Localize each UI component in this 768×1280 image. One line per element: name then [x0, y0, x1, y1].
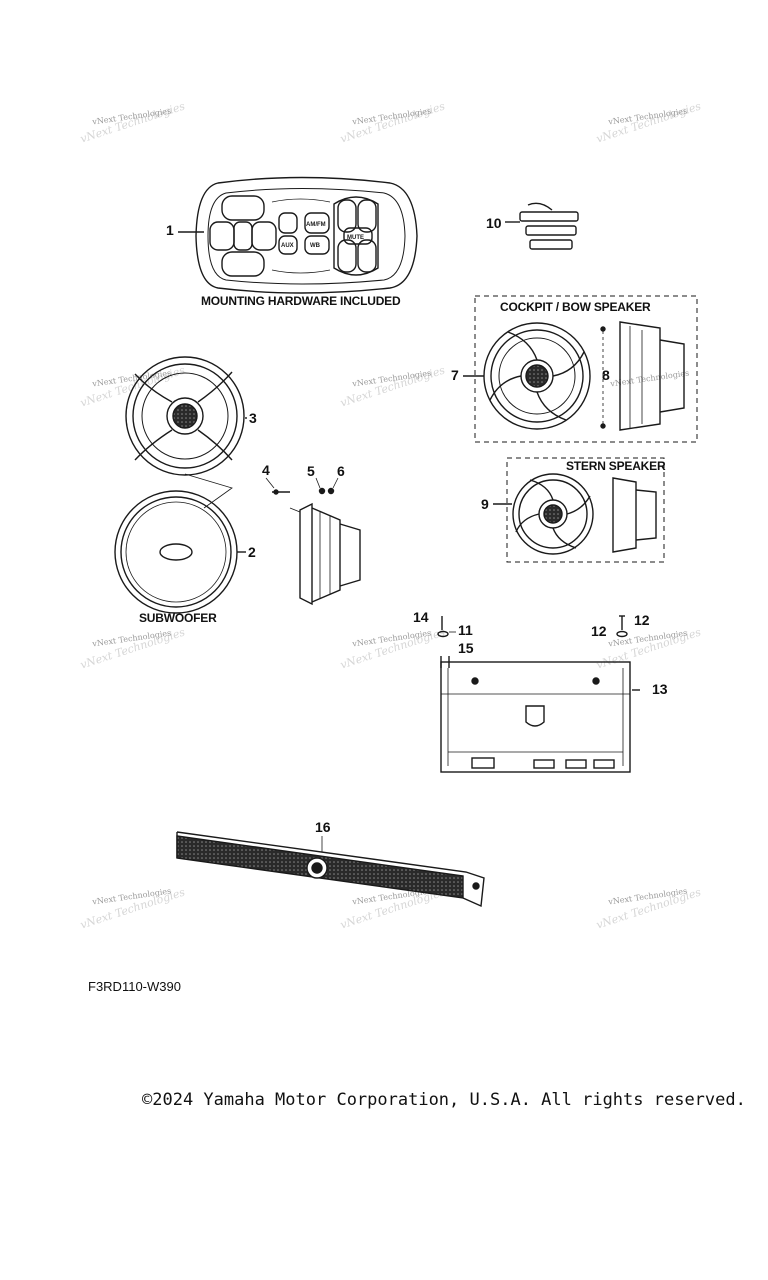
callout-14: 14: [413, 609, 429, 625]
callout-9: 9: [481, 496, 489, 512]
soundbar-part: [176, 831, 485, 908]
washer-part: [315, 477, 326, 495]
cockpit-speaker-part: [463, 321, 685, 431]
remote-mute-label: MUTE: [347, 235, 364, 241]
subwoofer-side-view: [289, 502, 361, 606]
cockpit-bow-speaker-caption: COCKPIT / BOW SPEAKER: [500, 300, 651, 314]
screw-part: [600, 326, 606, 429]
callout-8: 8: [602, 367, 610, 383]
callout-13: 12: [634, 612, 650, 628]
callout-2: 2: [248, 544, 256, 560]
remote-wb-label: WB: [310, 243, 321, 249]
callout-16: 16: [315, 819, 331, 835]
callout-10: 10: [486, 215, 502, 231]
collar-part: [440, 656, 450, 668]
stern-speaker-caption: STERN SPEAKER: [566, 459, 666, 473]
callout-15: 15: [458, 640, 474, 656]
callout-6: 6: [337, 463, 345, 479]
amplifier-part: [440, 661, 640, 773]
callout-3: 3: [249, 410, 257, 426]
callout-12: 12: [591, 623, 607, 639]
grommet-part: [437, 630, 456, 638]
callout-12: 11: [458, 622, 473, 638]
stern-speaker-part: [493, 473, 657, 555]
remote-control-part: [178, 176, 418, 294]
callout-11: 13: [652, 681, 668, 697]
callout-7: 7: [451, 367, 459, 383]
nut-part: [327, 477, 339, 495]
wire-harness-part: [505, 202, 579, 250]
subwoofer-part: [114, 490, 246, 614]
grommet-part: [616, 630, 628, 638]
copyright-notice: ©2024 Yamaha Motor Corporation, U.S.A. A…: [142, 1090, 746, 1110]
stern-speaker-box: [506, 457, 665, 563]
subwoofer-caption: SUBWOOFER: [139, 611, 217, 625]
bolt-part: [265, 477, 290, 495]
speaker-grille-part: [125, 356, 247, 476]
remote-aux-label: AUX: [281, 243, 294, 249]
callout-5: 5: [307, 463, 315, 479]
cockpit-speaker-box: [474, 295, 698, 443]
remote-amfm-label: AM/FM: [306, 222, 326, 228]
screw-part: [441, 615, 625, 630]
mounting-hardware-caption: MOUNTING HARDWARE INCLUDED: [201, 294, 401, 308]
callout-1: 1: [166, 222, 174, 238]
diagram-code: F3RD110-W390: [88, 979, 181, 994]
callout-4: 4: [262, 462, 270, 478]
